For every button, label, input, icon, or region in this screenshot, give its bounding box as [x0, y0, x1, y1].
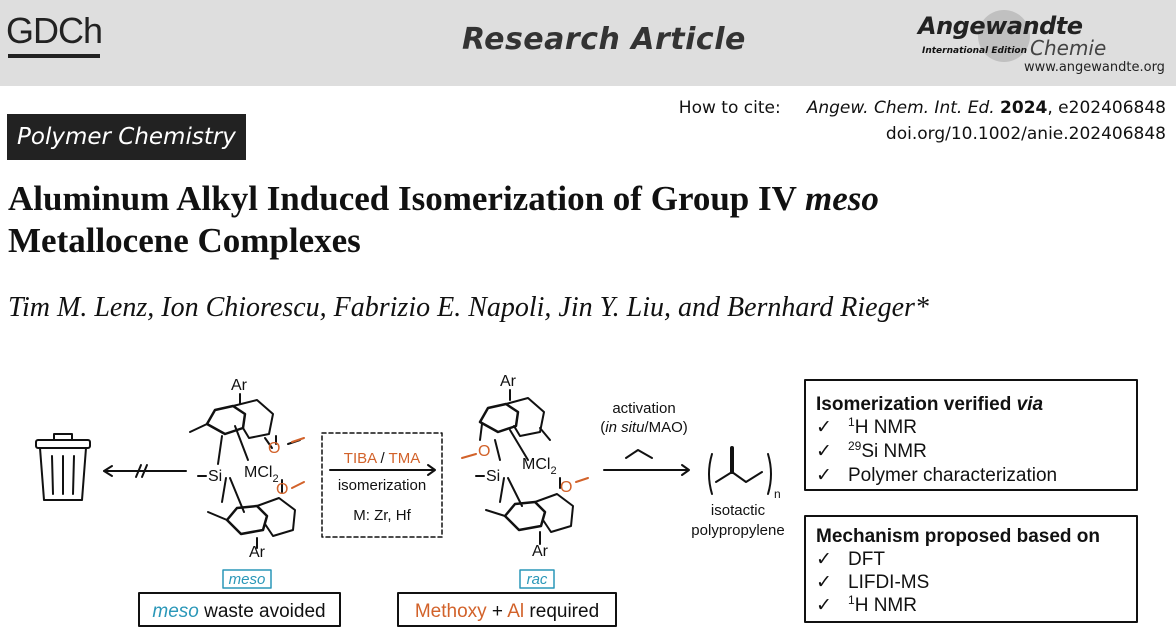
verify-title: Isomerization verified via — [816, 394, 1043, 415]
isomerization-label: isomerization — [338, 477, 426, 494]
verification-box — [804, 379, 1138, 491]
atom-ar-bottom-left: Ar — [249, 544, 266, 561]
mech-title: Mechanism proposed based on — [816, 526, 1100, 547]
citation-journal: Angew. Chem. Int. Ed. — [806, 98, 995, 118]
propene-icon — [625, 449, 653, 459]
title-part2: Metallocene Complexes — [8, 221, 361, 260]
author-list: Tim M. Lenz, Ion Chiorescu, Fabrizio E. … — [8, 292, 929, 323]
publisher-logo-underline — [8, 54, 100, 58]
journal-brand: Angewandte — [918, 12, 1083, 40]
category-tag: Polymer Chemistry — [7, 114, 246, 160]
rac-structure — [461, 389, 589, 545]
mech-item-2: LIFDI-MS — [848, 572, 929, 593]
metals-label: M: Zr, Hf — [353, 507, 411, 524]
trash-icon — [35, 433, 91, 501]
citation-doi[interactable]: doi.org/10.1002/anie.202406848 — [885, 124, 1166, 144]
section-heading: Research Article — [462, 22, 746, 57]
polypropylene-structure — [708, 446, 772, 495]
rac-label-box — [519, 569, 555, 589]
mech-check-1: ✓ — [816, 549, 832, 570]
activation-conditions: (in situ/MAO) — [600, 419, 688, 436]
atom-ar-bottom-right: Ar — [532, 543, 549, 560]
mech-item-3: 1H NMR — [848, 593, 917, 616]
citation-label: How to cite: — [678, 98, 781, 118]
blocked-arrow — [103, 464, 187, 478]
reagent-text: TIBA / TMA — [344, 450, 420, 467]
title-italic: meso — [805, 179, 879, 218]
journal-sub: Chemie — [1030, 36, 1107, 60]
atom-ar-top-right: Ar — [500, 373, 517, 390]
citation-block: How to cite: Angew. Chem. Int. Ed. 2024, … — [679, 95, 1166, 147]
verify-item-2: 29Si NMR — [848, 439, 927, 462]
atom-o-left-top: O — [268, 440, 280, 457]
meso-structure — [189, 393, 305, 549]
journal-edition: International Edition — [922, 46, 1028, 56]
citation-year: 2024 — [1000, 98, 1048, 118]
verify-check-3: ✓ — [816, 465, 832, 486]
meso-label-box — [222, 569, 272, 589]
activation-label: activation — [612, 400, 675, 417]
rac-label: rac — [527, 571, 548, 588]
requirement-text: Methoxy + Al required — [415, 601, 599, 622]
mechanism-box — [804, 515, 1138, 623]
meso-waste-text: meso waste avoided — [152, 601, 325, 622]
mech-check-2: ✓ — [816, 572, 832, 593]
journal-website[interactable]: www.angewandte.org — [1024, 60, 1165, 75]
meso-label: meso — [229, 571, 266, 588]
citation-line: How to cite: Angew. Chem. Int. Ed. 2024, … — [679, 95, 1166, 121]
atom-m-left: MCl2 — [244, 464, 279, 485]
journal-logo-circle — [978, 10, 1030, 62]
requirement-box — [397, 592, 617, 627]
atom-si-left: Si — [208, 468, 222, 485]
verify-check-2: ✓ — [816, 441, 832, 462]
mech-item-1: DFT — [848, 549, 885, 570]
mech-check-3: ✓ — [816, 595, 832, 616]
title-part1: Aluminum Alkyl Induced Isomerization of … — [8, 179, 806, 218]
product-line2: polypropylene — [691, 522, 784, 539]
atom-si-right: Si — [486, 468, 500, 485]
meso-waste-box — [138, 592, 341, 627]
reagent-box — [321, 432, 443, 538]
repeat-subscript: n — [774, 487, 781, 501]
atom-ar-top-left: Ar — [231, 377, 248, 394]
product-line1: isotactic — [711, 502, 766, 519]
atom-m-right: MCl2 — [522, 456, 557, 477]
article-title: Aluminum Alkyl Induced Isomerization of … — [8, 178, 1168, 262]
atom-o-right-bottom: O — [560, 479, 572, 496]
atom-o-left-bottom: O — [276, 481, 288, 498]
graphical-abstract: Ar Ar Ar Ar Si Si MCl2 MCl2 O O O O n TI… — [35, 373, 1138, 627]
verify-check-1: ✓ — [816, 417, 832, 438]
publisher-logo: GDCh — [6, 10, 103, 51]
citation-article: , e202406848 — [1047, 98, 1166, 118]
atom-o-right-top: O — [478, 443, 490, 460]
verify-item-1: 1H NMR — [848, 415, 917, 438]
verify-item-3: Polymer characterization — [848, 465, 1057, 486]
